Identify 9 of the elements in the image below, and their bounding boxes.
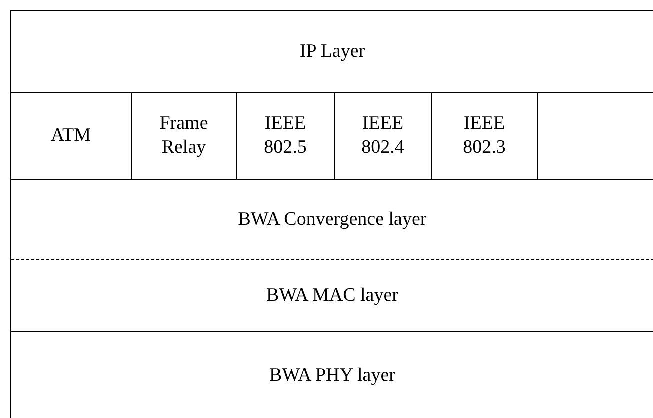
layer-label: Frame Relay bbox=[158, 112, 210, 160]
layer-label: IEEE 802.3 bbox=[462, 112, 507, 160]
layer-label: ATM bbox=[50, 124, 92, 148]
layer-label: IEEE 802.4 bbox=[360, 112, 406, 160]
layer-label: IP Layer bbox=[300, 40, 366, 64]
layer-label: IEEE 802.5 bbox=[263, 112, 308, 160]
layer-label: BWA Convergence layer bbox=[238, 208, 427, 232]
layer-label: BWA PHY layer bbox=[270, 364, 396, 388]
layer-label: BWA MAC layer bbox=[266, 284, 398, 308]
